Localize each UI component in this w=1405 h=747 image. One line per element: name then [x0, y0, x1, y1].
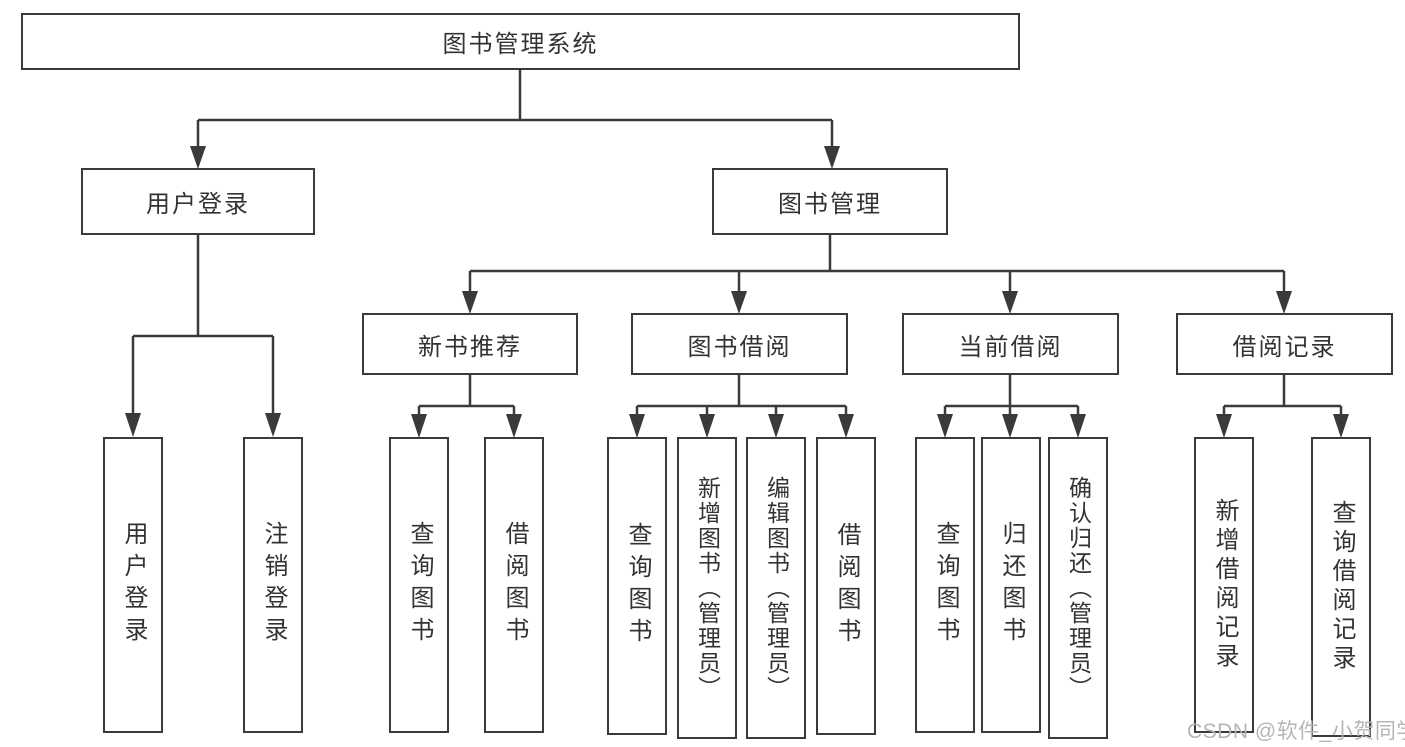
- node-label: 图书借阅: [687, 333, 792, 361]
- node-borrow-books-recommend: 借阅图书: [484, 437, 544, 733]
- node-label: 确认归还（管理员）: [1065, 475, 1092, 701]
- node-label: 用户登录: [146, 191, 250, 218]
- node-borrowing-records: 借阅记录: [1176, 313, 1393, 375]
- csdn-watermark: CSDN @软件_小贺同学: [1187, 720, 1405, 743]
- node-label: 借阅图书: [501, 521, 528, 649]
- node-current-borrowing: 当前借阅: [902, 313, 1119, 375]
- node-label: 新增借阅记录: [1211, 498, 1238, 672]
- node-query-books-borrowing: 查询图书: [607, 437, 667, 735]
- node-label: 注销登录: [260, 521, 287, 649]
- node-label: 图书管理系统: [442, 31, 599, 58]
- node-label: 新书推荐: [418, 333, 522, 361]
- node-confirm-return-admin: 确认归还（管理员）: [1048, 437, 1108, 739]
- node-label: 图书管理: [778, 191, 882, 218]
- node-edit-books-admin: 编辑图书（管理员）: [746, 437, 806, 739]
- node-label: 借阅记录: [1232, 333, 1337, 361]
- node-logout-login: 注销登录: [243, 437, 303, 733]
- node-label: 当前借阅: [958, 333, 1063, 361]
- node-label: 编辑图书（管理员）: [763, 475, 790, 701]
- node-query-books-current: 查询图书: [915, 437, 975, 733]
- node-borrow-books: 借阅图书: [816, 437, 876, 735]
- node-label: 查询借阅记录: [1328, 500, 1355, 674]
- node-label: 查询图书: [624, 522, 651, 650]
- node-label: 借阅图书: [833, 522, 860, 650]
- node-new-book-recommendation: 新书推荐: [362, 313, 578, 375]
- node-query-books-recommend: 查询图书: [389, 437, 449, 733]
- arrowhead-icons: [125, 146, 1349, 438]
- node-book-borrowing: 图书借阅: [631, 313, 848, 375]
- node-user-login: 用户登录: [103, 437, 163, 733]
- node-label: 查询图书: [406, 521, 433, 649]
- node-add-books-admin: 新增图书（管理员）: [677, 437, 737, 739]
- node-user-login-branch: 用户登录: [81, 168, 315, 235]
- node-book-management: 图书管理: [712, 168, 948, 235]
- node-label: 归还图书: [998, 521, 1025, 649]
- node-label: 用户登录: [120, 521, 147, 649]
- node-library-management-system: 图书管理系统: [21, 13, 1020, 70]
- connector-edges: [131, 70, 1343, 415]
- node-return-books: 归还图书: [981, 437, 1041, 733]
- node-label: 查询图书: [932, 521, 959, 649]
- node-add-borrowing-record: 新增借阅记录: [1194, 437, 1254, 733]
- node-query-borrowing-record: 查询借阅记录: [1311, 437, 1371, 737]
- node-label: 新增图书（管理员）: [694, 475, 721, 701]
